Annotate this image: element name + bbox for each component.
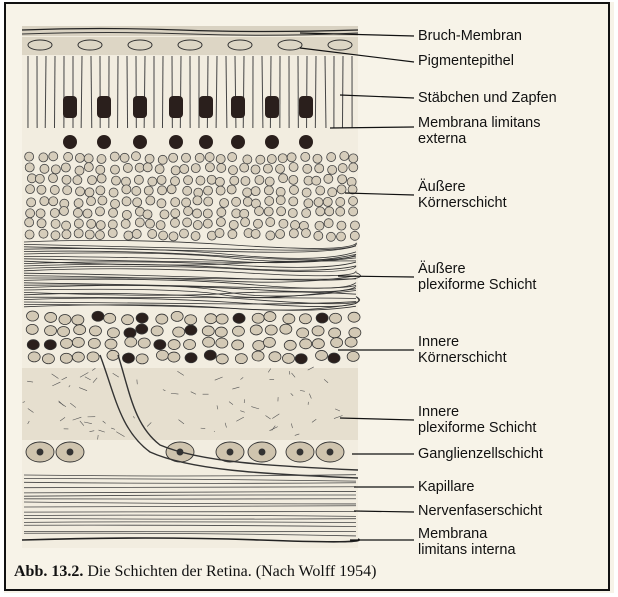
label-innere-koerner-line1: Innere — [418, 335, 459, 350]
label-limitans-interna-line1: Membrana — [418, 527, 487, 542]
caption-number: Abb. 13.2. — [14, 563, 83, 580]
inner-plexiform-layer — [22, 367, 358, 440]
label-aeussere-plexiforme-line2: plexiforme Schicht — [418, 278, 536, 293]
figure-caption: Abb. 13.2. Die Schichten der Retina. (Na… — [14, 563, 377, 581]
label-pigmentepithel: Pigmentepithel — [418, 54, 514, 69]
label-staebchen-zapfen: Stäbchen und Zapfen — [418, 91, 557, 106]
label-kapillare: Kapillare — [418, 480, 474, 495]
label-nervenfaserschicht: Nervenfaserschicht — [418, 504, 542, 519]
caption-text: Die Schichten der Retina. (Nach Wolff 19… — [87, 563, 376, 580]
label-limitans-externa-line1: Membrana limitans — [418, 116, 541, 131]
pigment-epithelium-layer — [22, 37, 358, 55]
label-innere-plexiforme-line2: plexiforme Schicht — [418, 421, 536, 436]
label-limitans-externa-line2: externa — [418, 132, 466, 147]
ganglion-cell-layer — [26, 442, 344, 462]
label-innere-plexiforme-line1: Innere — [418, 405, 459, 420]
label-limitans-interna-line2: limitans interna — [418, 543, 516, 558]
label-bruch-membran: Bruch-Membran — [418, 29, 522, 44]
label-ganglienzellschicht: Ganglienzellschicht — [418, 447, 543, 462]
bruch-membrane-layer — [22, 26, 358, 36]
label-aeussere-koerner-line1: Äußere — [418, 180, 466, 195]
label-aeussere-plexiforme-line1: Äußere — [418, 262, 466, 277]
label-innere-koerner-line2: Körnerschicht — [418, 351, 507, 366]
label-aeussere-koerner-line2: Körnerschicht — [418, 196, 507, 211]
